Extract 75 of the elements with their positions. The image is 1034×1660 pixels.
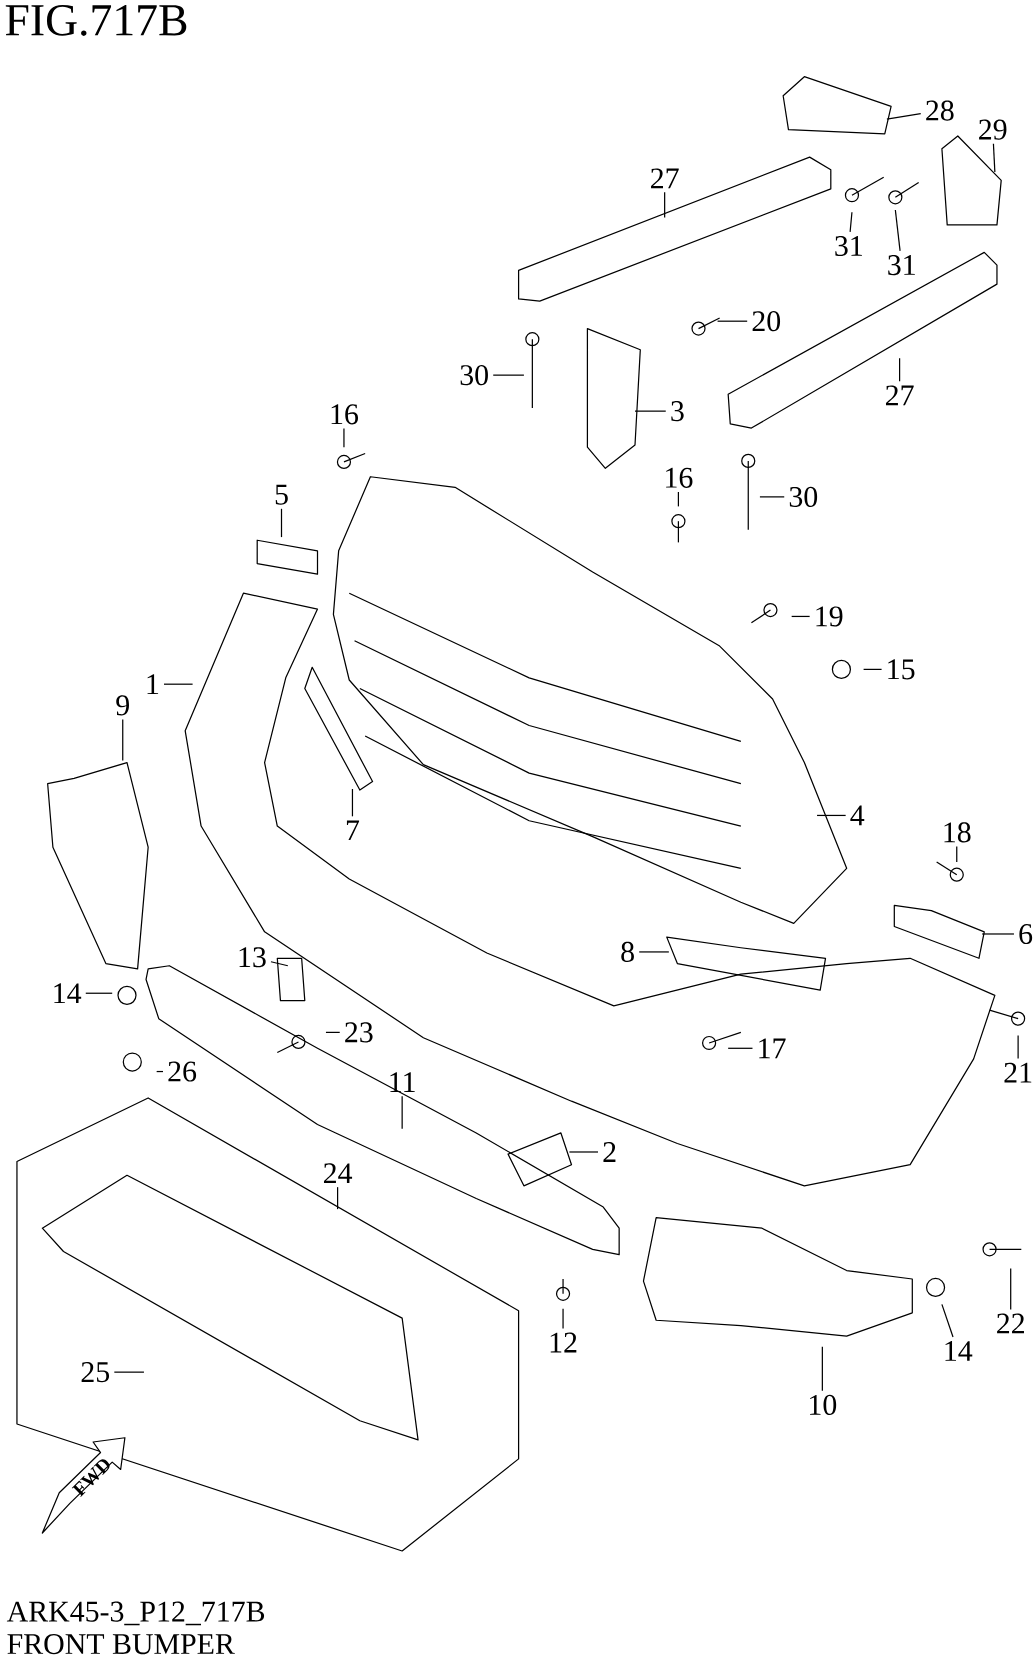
callout-number: 21 xyxy=(1004,1062,1032,1083)
callout-number: 24 xyxy=(324,1163,353,1184)
leader-line xyxy=(956,846,958,863)
leader-line xyxy=(677,491,679,507)
callout-number: 30 xyxy=(460,365,488,386)
callout-number: 29 xyxy=(979,119,1007,140)
leader-line xyxy=(821,1346,823,1392)
leader-line xyxy=(337,1186,339,1210)
figure-title: FIG.717B xyxy=(5,5,187,36)
callout-number: 27 xyxy=(886,385,914,406)
leader-line xyxy=(1017,1034,1019,1060)
callout-number: 2 xyxy=(603,1142,616,1162)
leader-line xyxy=(886,113,922,120)
leader-line xyxy=(992,143,996,173)
leader-line xyxy=(492,374,525,376)
callout-number: 7 xyxy=(346,820,360,840)
callout-number: 14 xyxy=(54,983,82,1004)
leader-line xyxy=(351,788,354,817)
leader-line xyxy=(634,410,667,412)
callout-number: 26 xyxy=(168,1061,197,1082)
leader-line xyxy=(401,1095,403,1130)
callout-number: 17 xyxy=(759,1038,786,1059)
callout-number: 20 xyxy=(752,311,781,332)
leader-line xyxy=(849,211,853,233)
callout-number: 23 xyxy=(345,1022,373,1043)
callout-number: 5 xyxy=(275,484,288,505)
callout-number: 14 xyxy=(945,1341,973,1361)
callout-number: 18 xyxy=(944,822,971,843)
leader-line xyxy=(863,668,883,670)
leader-line xyxy=(85,992,113,994)
leader-line xyxy=(941,1303,954,1338)
callout-number: 19 xyxy=(816,606,843,627)
leader-line xyxy=(343,427,345,448)
callout-number: 11 xyxy=(390,1072,415,1092)
leader-line xyxy=(562,1308,564,1330)
callout-number: 12 xyxy=(550,1332,577,1353)
callout-number: 4 xyxy=(850,805,865,826)
leader-line xyxy=(899,357,901,382)
callout-number: 9 xyxy=(116,695,129,716)
leader-line xyxy=(759,496,785,498)
callout-number: 15 xyxy=(888,659,915,680)
leader-line xyxy=(791,615,811,618)
callout-number: 25 xyxy=(81,1362,110,1383)
leader-line xyxy=(568,1151,599,1153)
figure-caption: FRONT BUMPER xyxy=(7,1634,235,1655)
drawing-code: ARK45-3_P12_717B xyxy=(6,1601,265,1626)
leader-line xyxy=(113,1371,145,1373)
leader-line xyxy=(727,1047,754,1049)
callout-number: 1 xyxy=(147,674,159,695)
leader-line xyxy=(894,209,901,252)
leader-line xyxy=(816,814,847,817)
callout-number: 6 xyxy=(1019,923,1033,945)
callout-number: 22 xyxy=(997,1313,1024,1334)
callout-number: 31 xyxy=(888,255,915,276)
leader-line xyxy=(325,1031,341,1033)
leader-line xyxy=(664,191,666,219)
callout-number: 16 xyxy=(331,404,358,425)
callout-number: 30 xyxy=(789,486,818,507)
callout-number: 3 xyxy=(671,401,684,422)
callout-number: 27 xyxy=(651,168,679,189)
callout-number: 16 xyxy=(666,467,693,488)
leader-line xyxy=(280,508,283,538)
leader-line xyxy=(1010,1267,1012,1311)
callout-number: 10 xyxy=(810,1394,837,1416)
callout-number: 13 xyxy=(239,947,266,968)
callout-number: 8 xyxy=(621,941,634,963)
leader-line xyxy=(122,718,124,761)
leader-line xyxy=(156,1070,164,1073)
callout-number: 28 xyxy=(926,100,954,121)
leader-line xyxy=(716,320,748,322)
leader-line xyxy=(981,933,1015,935)
leader-line xyxy=(638,951,670,953)
callout-number: 31 xyxy=(835,236,862,257)
leader-line xyxy=(270,961,289,967)
leader-line xyxy=(163,683,194,685)
